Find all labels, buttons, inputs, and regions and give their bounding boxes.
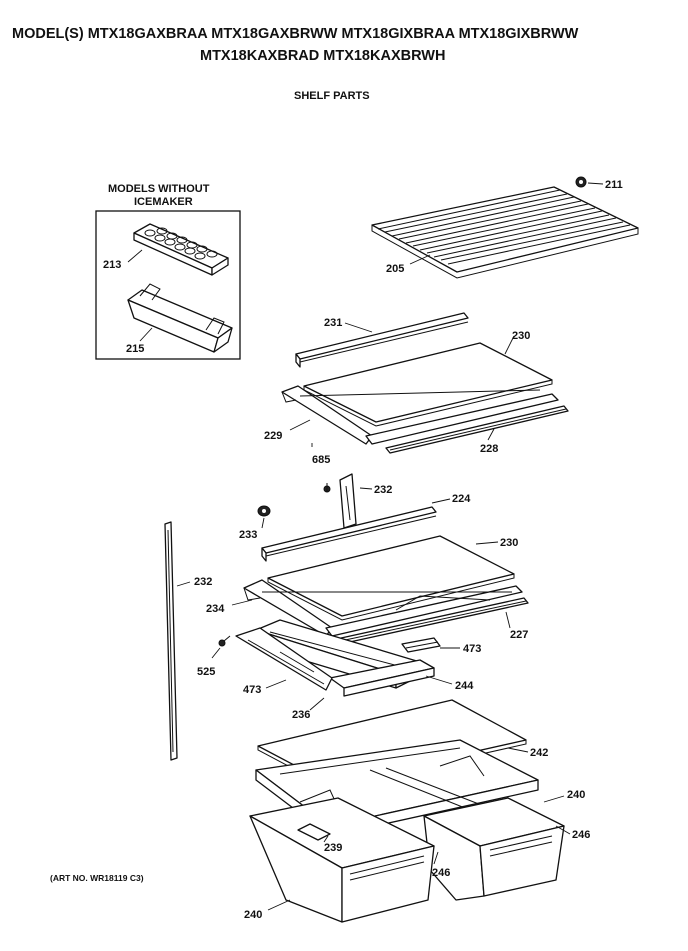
screw-part-685 — [323, 483, 331, 493]
callout-685: 685 — [312, 454, 330, 466]
slide-rail-part-473-left — [235, 627, 333, 691]
models-title-line1: MODEL(S) MTX18GAXBRAA MTX18GAXBRWW MTX18… — [12, 26, 579, 42]
crisper-drawer-part-240-left — [249, 797, 435, 923]
callout-240-left: 240 — [244, 909, 262, 921]
shelf-trim-part-231 — [295, 312, 469, 368]
models-title-line2: MTX18KAXBRAD MTX18KAXBRWH — [200, 48, 445, 64]
shelf-clip-part-233 — [257, 505, 271, 517]
ice-tray-part-213 — [133, 223, 229, 276]
callout-231: 231 — [324, 317, 342, 329]
callout-473-left: 473 — [243, 684, 261, 696]
callout-230-upper: 230 — [512, 330, 530, 342]
callout-244: 244 — [455, 680, 474, 692]
callout-240-right: 240 — [567, 789, 585, 801]
slide-rail-part-473-right — [401, 637, 441, 653]
inset-title-line1: MODELS WITHOUT — [108, 183, 210, 195]
callout-224: 224 — [452, 493, 471, 505]
callout-232-lower: 232 — [194, 576, 212, 588]
shelf-trim-part-228 — [385, 405, 569, 454]
callout-525: 525 — [197, 666, 215, 678]
callout-227: 227 — [510, 629, 528, 641]
callout-211: 211 — [605, 179, 623, 191]
glass-shelf-part-230-upper — [303, 342, 553, 427]
callout-234: 234 — [206, 603, 225, 615]
crisper-drawer-part-240-right — [423, 797, 565, 901]
callout-242: 242 — [530, 747, 548, 759]
callout-233: 233 — [239, 529, 257, 541]
callout-215: 215 — [126, 343, 144, 355]
callout-239: 239 — [324, 842, 342, 854]
shelf-trim-part-224 — [261, 506, 437, 562]
callout-232-upper: 232 — [374, 484, 392, 496]
wire-shelf-part-205 — [371, 186, 639, 279]
inset-frame — [95, 210, 241, 360]
shelf-frame-part-234 — [243, 579, 523, 637]
shelf-frame-part-229 — [281, 385, 559, 445]
art-number: (ART NO. WR18119 C3) — [50, 873, 144, 883]
shelf-bracket-part-232-upper — [339, 473, 357, 529]
callout-236: 236 — [292, 709, 310, 721]
glass-shelf-part-230-lower — [267, 535, 515, 621]
callout-213: 213 — [103, 259, 121, 271]
drawer-rail-part-239 — [297, 823, 331, 841]
callout-228: 228 — [480, 443, 498, 455]
callout-230-lower: 230 — [500, 537, 518, 549]
section-subtitle: SHELF PARTS — [294, 90, 370, 102]
callout-205: 205 — [386, 263, 404, 275]
screw-part-525 — [218, 635, 231, 647]
inset-title-line2: ICEMAKER — [134, 196, 193, 208]
callout-246-left: 246 — [432, 867, 450, 879]
callout-473-right: 473 — [463, 643, 481, 655]
callout-246-right: 246 — [572, 829, 590, 841]
pan-cover-part-244 — [329, 659, 435, 697]
callout-229: 229 — [264, 430, 282, 442]
ice-bucket-part-215 — [127, 283, 233, 353]
shelf-clip-part-211 — [575, 176, 587, 188]
shelf-bracket-part-232-lower — [164, 521, 178, 761]
